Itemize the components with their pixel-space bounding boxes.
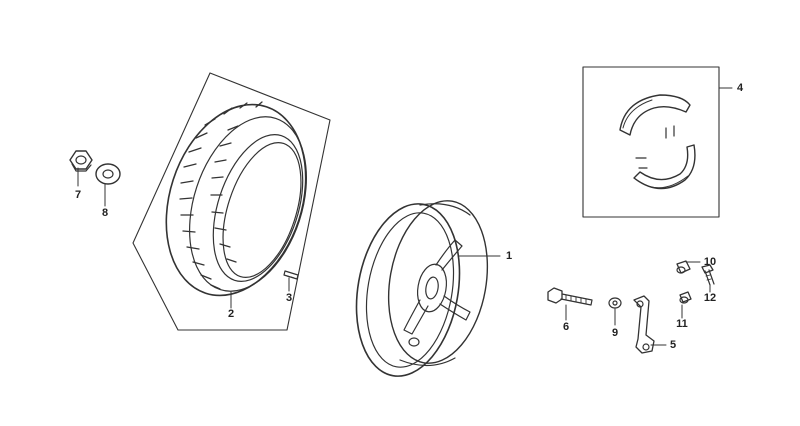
part-10-number: 10 [703, 256, 717, 268]
tire-group-outline [132, 72, 331, 331]
part-5-number: 5 [669, 339, 677, 351]
brake-shoe-box-drawing [582, 66, 720, 218]
part-2-number: 2 [227, 308, 235, 320]
pin-drawing [676, 260, 691, 274]
bolt-drawing [547, 287, 593, 306]
part-3-number: 3 [285, 292, 293, 304]
leader-lines [77, 87, 733, 346]
screw-drawing [701, 264, 715, 286]
part-7-number: 7 [74, 189, 82, 201]
bushing-drawing [679, 291, 692, 304]
part-6-number: 6 [562, 321, 570, 333]
part-1-number: 1 [505, 250, 513, 262]
part-4-number: 4 [736, 82, 744, 94]
part-8-number: 8 [101, 207, 109, 219]
wheel-rim-drawing [355, 200, 489, 377]
part-9-number: 9 [611, 327, 619, 339]
washer-drawing [95, 163, 121, 185]
nut-drawing [69, 150, 93, 172]
part-12-number: 12 [703, 292, 717, 304]
valve-drawing [283, 270, 299, 280]
brake-arm-drawing [633, 295, 655, 354]
tire-drawing [165, 101, 308, 297]
small-washer-drawing [608, 297, 622, 309]
part-11-number: 11 [676, 318, 688, 330]
